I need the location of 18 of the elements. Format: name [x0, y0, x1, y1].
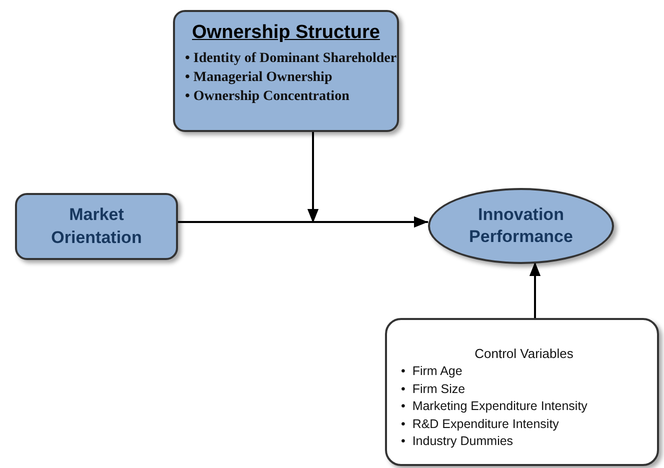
arrow — [178, 216, 428, 228]
bullet-item: • Marketing Expenditure Intensity — [401, 398, 588, 415]
concept-box — [15, 193, 178, 260]
arrow — [529, 262, 541, 318]
node-title: Market Orientation — [50, 204, 143, 248]
node-title: Control Variables — [474, 346, 574, 361]
arrow — [307, 132, 319, 223]
bullet-item: • Industry Dummies — [401, 433, 514, 450]
concept-box — [173, 10, 399, 132]
bullet-item: • Firm Size — [401, 380, 466, 398]
bullet-item: • R&D Expenditure Intensity — [401, 416, 559, 433]
node-title: Ownership Structure — [192, 22, 380, 44]
control-variables-box — [385, 318, 659, 466]
bullet-item: • Firm Age — [401, 363, 462, 380]
bullet-item: • Ownership Concentration — [185, 88, 350, 106]
node-title: Innovation Performance — [468, 204, 574, 248]
bullet-item: • Managerial Ownership — [185, 68, 332, 87]
bullet-item: • Identity of Dominant Shareholder — [185, 50, 397, 68]
